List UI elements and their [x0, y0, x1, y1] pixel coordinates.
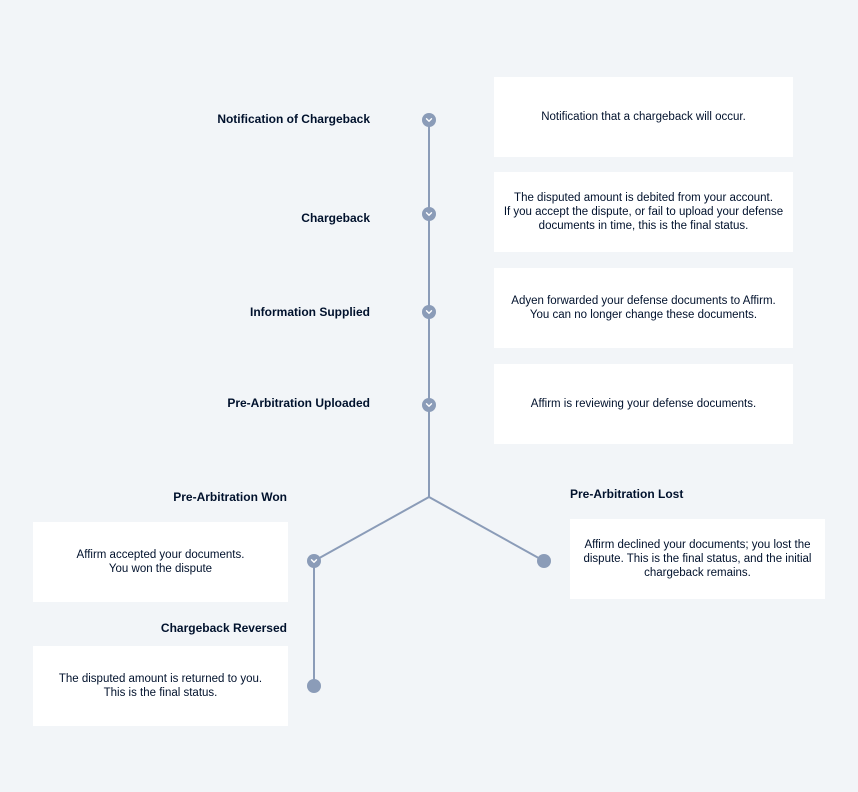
step-label-pre-arbitration-uploaded: Pre-Arbitration Uploaded [227, 396, 370, 410]
chevron-down-icon [422, 207, 436, 221]
branch-line-won [313, 496, 430, 562]
chevron-down-icon [307, 554, 321, 568]
description-line: Notification that a chargeback will occu… [541, 111, 746, 123]
description-line: documents in time, this is the final sta… [538, 220, 749, 232]
chevron-down-icon [422, 113, 436, 127]
description-line: You won the dispute [108, 563, 213, 575]
branch-label-won: Pre-Arbitration Won [173, 490, 287, 504]
description-line: Affirm is reviewing your defense documen… [530, 398, 757, 410]
description-line: dispute. This is the final status, and t… [583, 553, 812, 565]
description-line: Affirm declined your documents; you lost… [584, 539, 811, 551]
branch-box-lost: Affirm declined your documents; you lost… [570, 519, 825, 599]
branch-box-reversed: The disputed amount is returned to you. … [33, 646, 288, 726]
step-label-chargeback: Chargeback [301, 211, 370, 225]
step-label-notification: Notification of Chargeback [217, 112, 370, 126]
step-label-information-supplied: Information Supplied [250, 305, 370, 319]
chevron-down-icon [422, 398, 436, 412]
step-box-pre-arbitration-uploaded: Affirm is reviewing your defense documen… [494, 364, 793, 444]
description-line: This is the final status. [103, 687, 218, 699]
step-box-notification: Notification that a chargeback will occu… [494, 77, 793, 157]
circle-dot-icon [307, 679, 321, 693]
description-line: The disputed amount is debited from your… [514, 192, 773, 204]
description-line: If you accept the dispute, or fail to up… [503, 206, 784, 218]
description-line: chargeback remains. [644, 567, 751, 579]
branch-label-lost: Pre-Arbitration Lost [570, 487, 684, 501]
description-line: Adyen forwarded your defense documents t… [511, 295, 776, 307]
step-box-chargeback: The disputed amount is debited from your… [494, 172, 793, 252]
description-line: You can no longer change these documents… [529, 309, 758, 321]
circle-dot-icon [537, 554, 551, 568]
branch-label-reversed: Chargeback Reversed [160, 621, 287, 635]
description-line: The disputed amount is returned to you. [58, 673, 263, 685]
branch-box-won: Affirm accepted your documents. You won … [33, 522, 288, 602]
chevron-down-icon [422, 305, 436, 319]
branch-line-lost [428, 496, 545, 562]
description-line: Affirm accepted your documents. [76, 549, 245, 561]
step-box-information-supplied: Adyen forwarded your defense documents t… [494, 268, 793, 348]
